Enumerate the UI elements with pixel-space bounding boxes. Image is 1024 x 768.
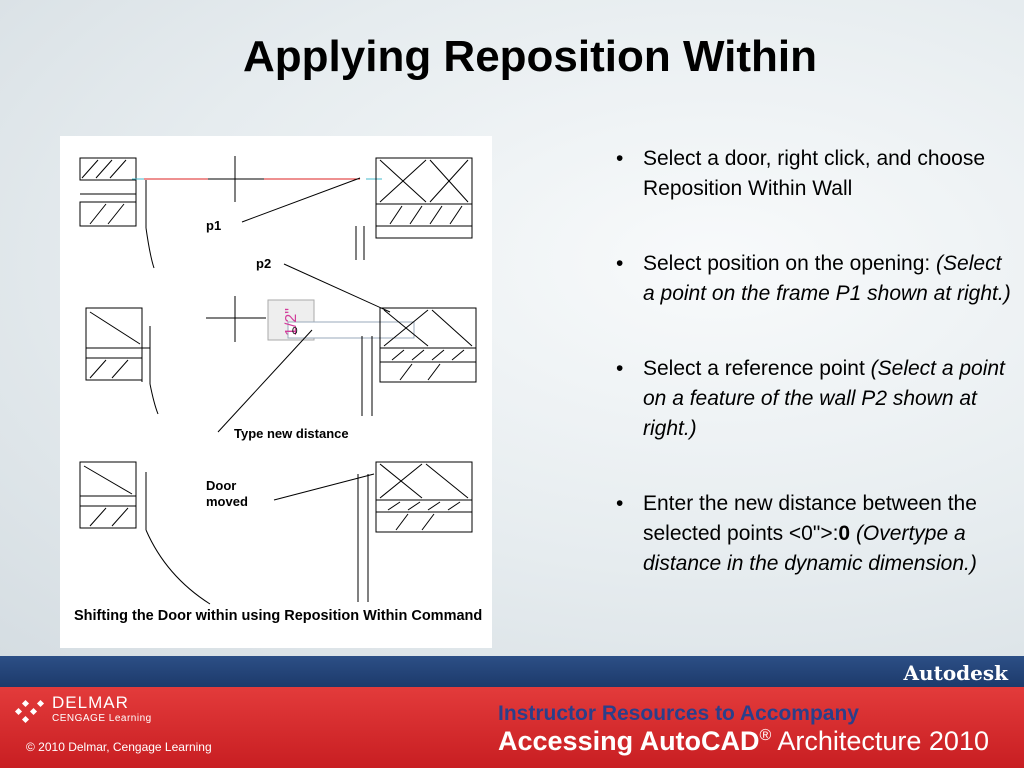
dimension-value: 1/2": [283, 308, 300, 336]
bullet-list: Select a door, right click, and choose R…: [616, 144, 1011, 624]
bullet-text: Select position on the opening:: [643, 252, 937, 275]
registered-mark: ®: [759, 727, 772, 744]
footer-blue-bar: [0, 656, 1024, 687]
course-title-rest: Architecture 2010: [771, 726, 989, 756]
label-moved: moved: [206, 494, 248, 509]
door-figure-drawing: p1 p2 1/2" 0 Type new distance Door move…: [79, 156, 477, 605]
bullet-item: Select a door, right click, and choose R…: [616, 144, 1011, 204]
bullet-text: Enter the new distance between the selec…: [643, 492, 977, 545]
figure-caption: Shifting the Door within using Repositio…: [74, 608, 483, 624]
copyright-text: © 2010 Delmar, Cengage Learning: [26, 740, 212, 754]
bullet-item: Select a reference point (Select a point…: [616, 354, 1011, 444]
bullet-text: Select a door, right click, and choose R…: [643, 147, 986, 200]
delmar-logo-icon: [14, 699, 45, 724]
label-p2: p2: [256, 256, 271, 271]
bullet-italic-text: (Select a point on the frame P1 shown at…: [643, 252, 1011, 305]
bullet-bold-text: 0: [838, 522, 851, 545]
dimension-input-value: 0: [292, 326, 298, 337]
instructor-resources-text: Instructor Resources to Accompany: [498, 702, 859, 725]
bullet-text: Select a reference point: [643, 357, 871, 380]
slide-title: Applying Reposition Within: [243, 32, 817, 81]
wall-block: [79, 157, 137, 181]
autodesk-logo: Autodesk: [903, 661, 1008, 685]
bullet-item: Enter the new distance between the selec…: [616, 489, 1011, 579]
footer-red-bar: [0, 687, 1024, 768]
bullet-italic-text: (Select a point on a feature of the wall…: [643, 357, 1005, 440]
bullet-item: Select position on the opening: (Select …: [616, 249, 1011, 309]
label-door: Door: [206, 478, 236, 493]
delmar-subtitle: CENGAGE Learning: [52, 713, 152, 724]
bullet-italic-text: (Overtype a distance in the dynamic dime…: [643, 522, 977, 575]
door-reposition-figure: p1 p2 1/2" 0 Type new distance Door move…: [60, 136, 492, 648]
label-type-new-distance: Type new distance: [234, 426, 349, 441]
course-title: Accessing AutoCAD® Architecture 2010: [498, 726, 989, 757]
delmar-name: DELMAR: [52, 693, 129, 712]
label-p1: p1: [206, 218, 221, 233]
course-title-bold: Accessing AutoCAD: [498, 726, 760, 756]
